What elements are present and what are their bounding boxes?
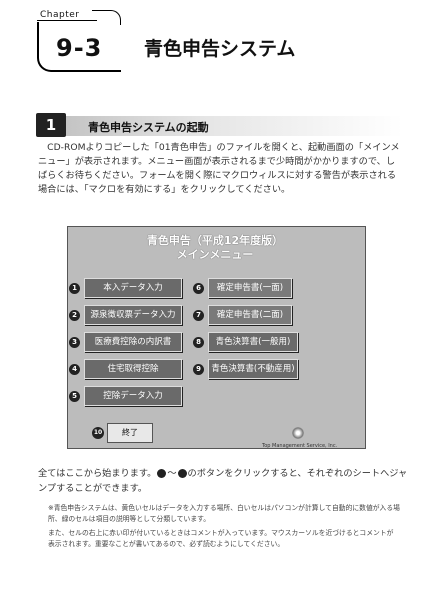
note-2: また、セルの右上に赤い印が付いているときはコメントが入っています。マウスカーソル… (48, 529, 394, 548)
menu-button-1[interactable]: 本入データ入力 (84, 278, 182, 298)
menu-button-5[interactable]: 控除データ入力 (84, 386, 182, 406)
instruction-text-end: のボタンをクリックすると、それぞれのシートへジャンプすることができます。 (38, 468, 408, 494)
button-number-6: 6 (193, 283, 204, 294)
button-number-7: 7 (193, 310, 204, 321)
section-number: 1 (36, 113, 66, 137)
button-number-10: 10 (92, 427, 104, 439)
chapter-box (37, 22, 121, 72)
number-1-icon (157, 469, 167, 478)
menu-title: 青色申告（平成12年度版） メインメニュー (105, 234, 325, 262)
button-number-4: 4 (69, 364, 80, 375)
end-button[interactable]: 終了 (107, 423, 153, 443)
button-number-9: 9 (193, 364, 204, 375)
menu-button-2[interactable]: 源泉徴収票データ入力 (84, 305, 182, 325)
number-9-icon (177, 469, 187, 478)
body-paragraph: CD-ROMよりコピーした「01青色申告」のファイルを開くと、起動画面の「メイン… (38, 142, 400, 195)
button-number-8: 8 (193, 337, 204, 348)
page-title: 青色申告システム (144, 38, 296, 60)
menu-button-9[interactable]: 青色決算書(不動産用) (208, 359, 298, 379)
menu-button-4[interactable]: 住宅取得控除 (84, 359, 182, 379)
instruction-text: 全てはここから始まります。 ～のボタンをクリックすると、それぞれのシートへジャンプ… (38, 466, 408, 496)
menu-button-3[interactable]: 医療費控除の内訳書 (84, 332, 182, 352)
button-number-2: 2 (69, 310, 80, 321)
button-number-1: 1 (69, 283, 80, 294)
section-title: 青色申告システムの起動 (88, 121, 209, 134)
menu-title-line2: メインメニュー (176, 248, 254, 261)
menu-button-6[interactable]: 確定申告書(一面) (208, 278, 292, 298)
company-name: Top Management Service, Inc. (262, 443, 338, 449)
section-band (37, 116, 403, 136)
note-1: ※青色申告システムは、黄色いセルはデータを入力する場所、白いセルはパソコンが計算… (48, 504, 400, 523)
instruction-text-start: 全てはここから始まります。 (38, 468, 157, 479)
chapter-number: 9-3 (56, 34, 103, 62)
chapter-tab-curve (92, 10, 121, 25)
menu-button-7[interactable]: 確定申告書(二面) (208, 305, 292, 325)
button-number-5: 5 (69, 391, 80, 402)
chapter-label: Chapter (40, 10, 80, 20)
chapter-tab-line (37, 20, 97, 21)
company-logo-icon (292, 427, 304, 439)
menu-title-line1: 青色申告（平成12年度版） (146, 234, 284, 247)
menu-button-8[interactable]: 青色決算書(一般用) (208, 332, 298, 352)
button-number-3: 3 (69, 337, 80, 348)
instruction-range-sep: ～ (167, 468, 177, 479)
notes: ※青色申告システムは、黄色いセルはデータを入力する場所、白いセルはパソコンが計算… (48, 503, 400, 550)
